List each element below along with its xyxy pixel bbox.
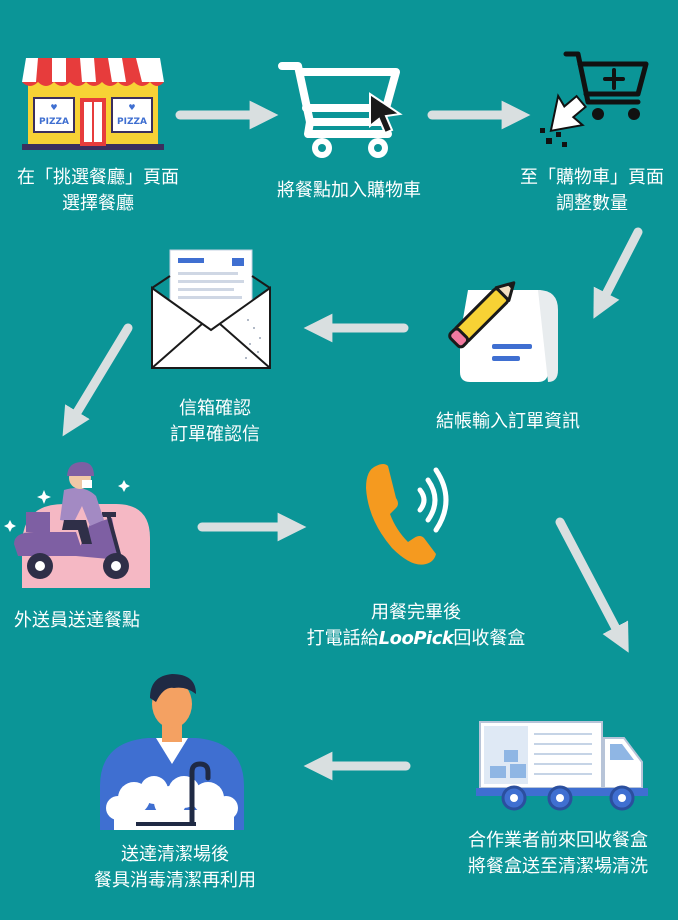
pizza-sign-left: PIZZA xyxy=(39,117,69,127)
step-2-label: 將餐點加入購物車 xyxy=(277,180,421,201)
checkout-form-icon xyxy=(448,281,558,382)
step-7-label: 用餐完畢後 打電話給LooPick回收餐盒 xyxy=(306,602,526,649)
arrow-3-to-4 xyxy=(593,227,643,319)
arrow-5-to-6 xyxy=(62,323,133,437)
arrow-7-to-8 xyxy=(555,517,629,653)
step-7-prefix: 打電話給 xyxy=(306,628,379,649)
step-9-label: 送達清潔場後 餐具消毒清潔再利用 xyxy=(94,844,256,891)
step-3-label: 至「購物車」頁面 調整數量 xyxy=(520,167,664,214)
delivery-scooter-icon xyxy=(4,462,150,588)
delivery-truck-icon xyxy=(476,721,648,811)
phone-call-icon xyxy=(366,464,449,565)
step-7-suffix: 回收餐盒 xyxy=(453,628,526,649)
svg-text:♥: ♥ xyxy=(50,103,57,112)
step-1-label: 在「挑選餐廳」頁面 選擇餐廳 xyxy=(17,167,179,214)
step-4-label: 結帳輸入訂單資訊 xyxy=(436,411,580,432)
pizza-shop-icon: ♥ ♥ PIZZA PIZZA xyxy=(22,58,164,150)
washing-dishes-icon xyxy=(100,674,244,830)
cart-add-icon xyxy=(540,51,649,147)
step-6-label: 外送員送達餐點 xyxy=(14,610,140,631)
step-5-label: 信箱確認 訂單確認信 xyxy=(170,398,260,445)
shopping-cart-icon xyxy=(278,62,403,158)
step-8-label: 合作業者前來回收餐盒 將餐盒送至清潔場清洗 xyxy=(468,830,648,877)
svg-text:♥: ♥ xyxy=(128,103,135,112)
pizza-sign-right: PIZZA xyxy=(117,117,147,127)
loopick-brand: LooPick xyxy=(378,628,454,649)
email-envelope-icon xyxy=(151,249,271,369)
